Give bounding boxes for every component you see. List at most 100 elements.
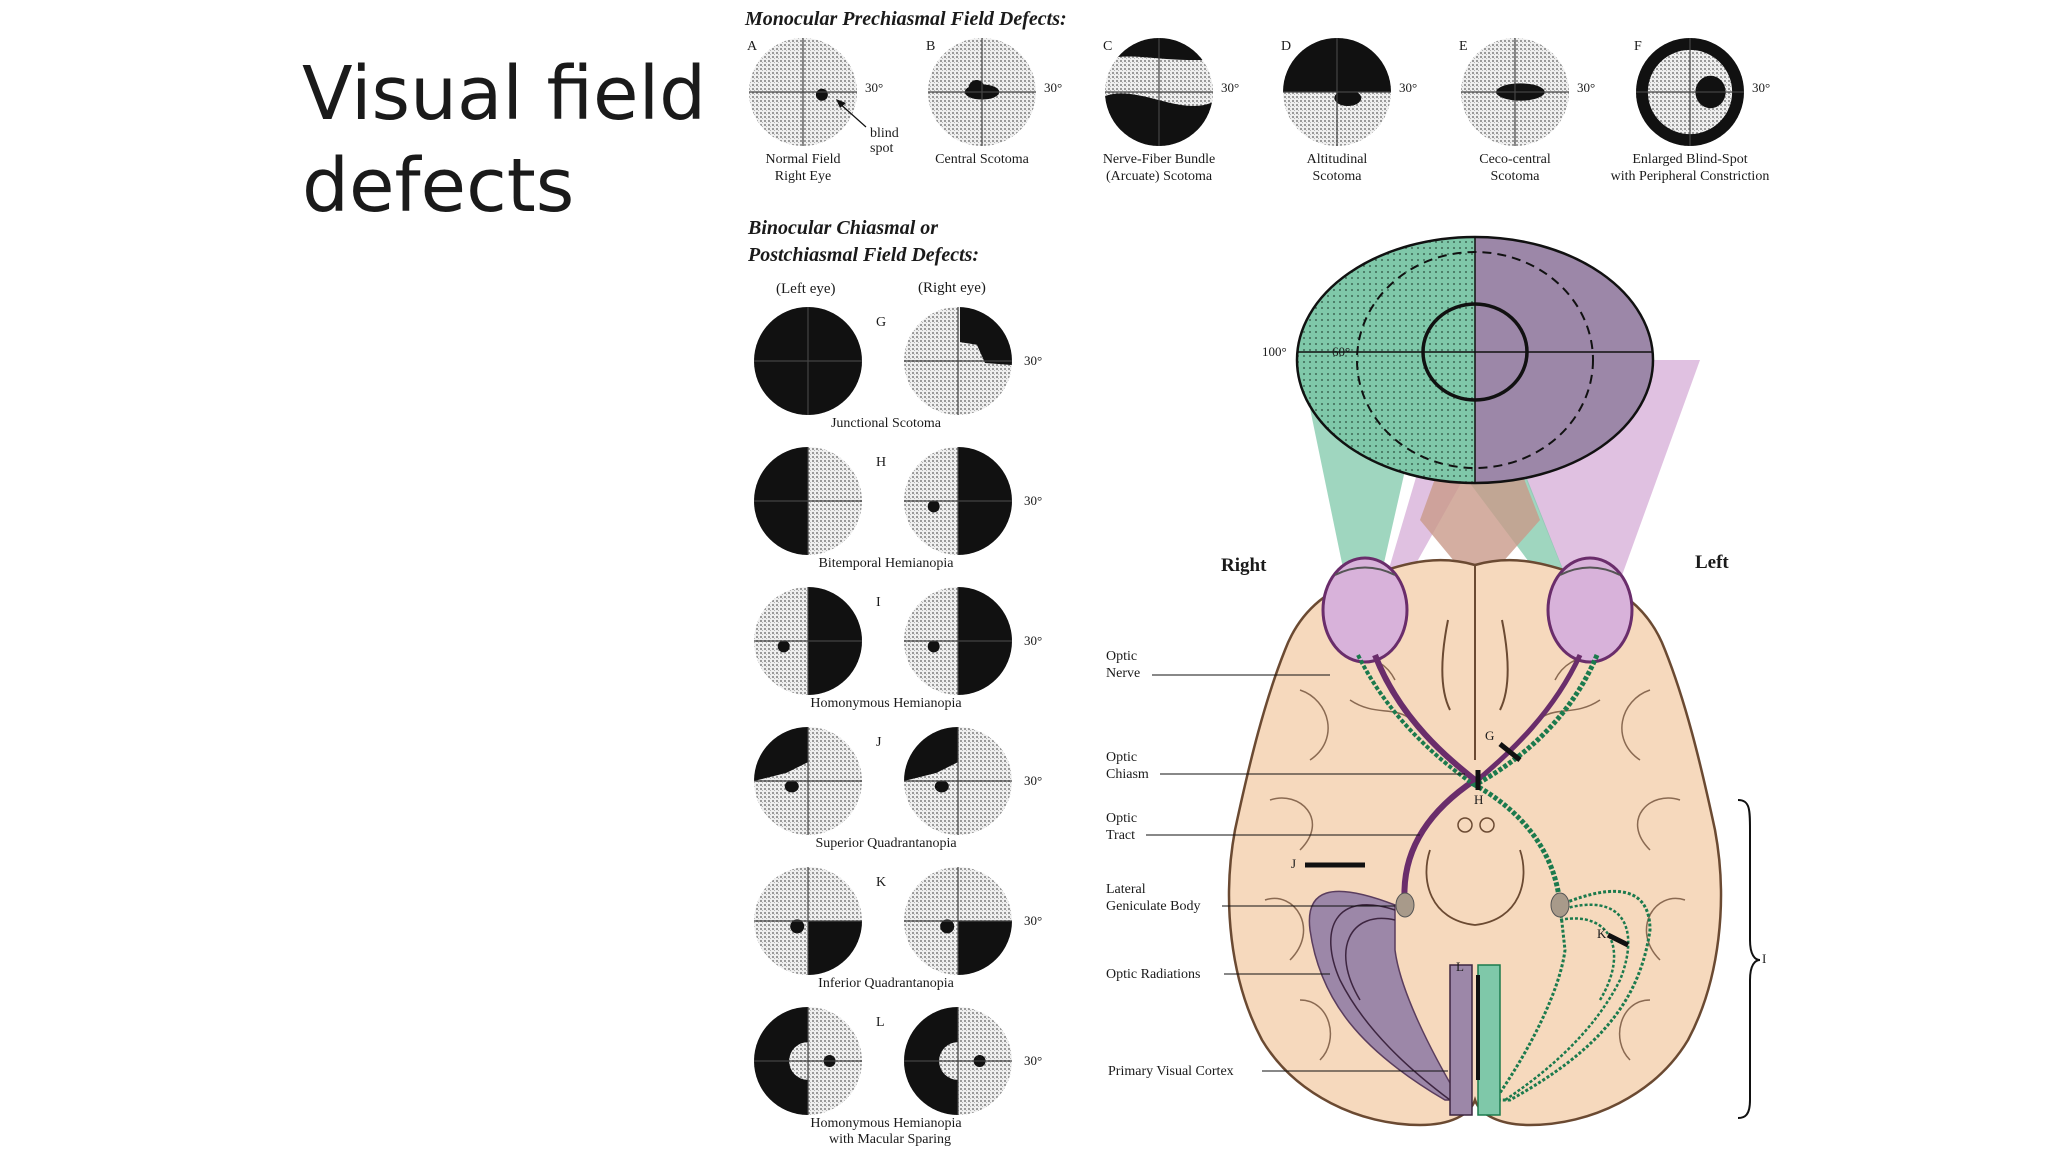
label-optic-tract-1: Optic (1106, 811, 1137, 826)
bracket-i (1737, 799, 1761, 1119)
scotoma (934, 780, 949, 793)
label-optic-tract-2: Tract (1106, 828, 1135, 843)
scotoma (927, 640, 940, 653)
visual-field-disc (1105, 38, 1213, 146)
degree-label: 30° (1024, 353, 1042, 368)
row-caption-1: Inferior Quadrantanopia (818, 976, 954, 991)
binocular-heading-2: Postchiasmal Field Defects: (747, 244, 979, 266)
scotoma (927, 500, 940, 513)
left-eye-field (754, 447, 862, 555)
panel-caption-1: Central Scotoma (935, 152, 1029, 167)
left-eyeball (1546, 556, 1634, 664)
degree-label: 30° (1024, 633, 1042, 648)
degree-label: 30° (1752, 80, 1770, 95)
binocular-row-g: G 30° Junctional Scotoma (754, 307, 1042, 431)
blind-spot-label-1: blind (870, 126, 899, 141)
row-caption-1: Homonymous Hemianopia (810, 696, 962, 711)
scotoma (777, 640, 790, 653)
label-optic-chiasm-1: Optic (1106, 750, 1137, 765)
blind-spot-arrowhead (836, 99, 846, 108)
monocular-heading: Monocular Prechiasmal Field Defects: (744, 8, 1067, 30)
lgb-left (1550, 892, 1570, 918)
panel-caption-1: Nerve-Fiber Bundle (1103, 152, 1215, 167)
optic-radiations-right-lines (1330, 904, 1451, 1101)
label-lgb-1: Lateral (1106, 882, 1146, 897)
binocular-row-h: H30°Bitemporal Hemianopia (754, 447, 1042, 571)
left-eye-label: (Left eye) (776, 281, 836, 297)
row-caption-1: Junctional Scotoma (831, 416, 942, 431)
monocular-panel-c: C30°Nerve-Fiber Bundle(Arcuate) Scotoma (1103, 38, 1239, 184)
left-eye-field (754, 867, 862, 975)
row-caption-2: with Macular Sparing (829, 1132, 951, 1147)
optic-pathway-green-cross (1356, 654, 1472, 784)
brainstem (1425, 849, 1525, 926)
right-lens (1334, 566, 1396, 576)
visual-cortex-left (1477, 964, 1501, 1116)
scotoma (958, 921, 1012, 975)
left-eye-field (754, 727, 862, 835)
left-eye-field (754, 307, 862, 415)
lesion-marker-k (1606, 932, 1630, 948)
visual-field-disc (749, 38, 857, 146)
right-eye-field (904, 867, 1012, 975)
degree-label: 30° (1024, 913, 1042, 928)
anatomy-labels: Optic Nerve Optic Chiasm Optic Tract Lat… (1106, 649, 1465, 1079)
mammillary-left (1457, 817, 1473, 833)
panel-caption-2: Scotoma (1491, 169, 1541, 184)
olfactory-right (1499, 619, 1509, 711)
binocular-row-k: K 30° Inferior Quadrantanopia (754, 867, 1042, 991)
degree-label: 30° (1399, 80, 1417, 95)
degree-label: 30° (865, 80, 883, 95)
degree-label: 30° (1044, 80, 1062, 95)
left-side-label: Left (1695, 552, 1729, 573)
row-letter: G (876, 315, 886, 330)
title-line-1: Visual field (302, 51, 707, 137)
degree-label: 30° (1024, 1053, 1042, 1068)
label-optic-nerve-1: Optic (1106, 649, 1137, 664)
panel-caption-2: Right Eye (775, 169, 831, 184)
right-eye-field (904, 1007, 1012, 1115)
panel-caption-2: Scotoma (1313, 169, 1363, 184)
visual-cortex-right (1449, 964, 1473, 1116)
binocular-heading-1: Binocular Chiasmal or (747, 217, 938, 239)
visual-field-disc (928, 38, 1036, 146)
lgb-right (1395, 892, 1415, 918)
row-letter: H (876, 455, 886, 470)
row-letter: K (876, 875, 886, 890)
right-eyeball (1321, 556, 1409, 664)
binocular-row-j: J30°Superior Quadrantanopia (754, 727, 1042, 851)
degree-label: 30° (1221, 80, 1239, 95)
deg-100-label: 100° (1262, 344, 1287, 359)
slide-title: Visual field defects (302, 48, 722, 232)
panel-letter: E (1459, 39, 1468, 54)
label-lgb-2: Geniculate Body (1106, 899, 1200, 914)
panel-caption-1: Ceco-central (1479, 152, 1551, 167)
bracket-letter-i: I (1762, 951, 1766, 966)
left-eye-field (754, 587, 862, 695)
binocular-row-i: I 30° Homonymous Hemianopia (754, 587, 1042, 711)
label-primary-visual-cortex: Primary Visual Cortex (1108, 1064, 1234, 1079)
right-side-label: Right (1221, 555, 1267, 576)
panel-letter: F (1634, 39, 1642, 54)
panel-caption-1: Normal Field (765, 152, 840, 167)
optic-pathway-purple (1372, 653, 1481, 906)
olfactory-left (1441, 619, 1451, 711)
visual-field-disc (1283, 38, 1391, 146)
scotoma (1334, 90, 1362, 106)
panel-caption-2: (Arcuate) Scotoma (1106, 169, 1213, 184)
deg-60-label: 60° (1332, 344, 1350, 359)
blind-spot-label-2: spot (870, 141, 893, 156)
row-caption-1: Homonymous Hemianopia (810, 1116, 962, 1131)
panel-caption-1: Enlarged Blind-Spot (1632, 152, 1747, 167)
scotoma (808, 921, 862, 975)
row-letter: I (876, 595, 881, 610)
lesion-marker-g (1498, 742, 1522, 762)
panel-letter: A (747, 39, 758, 54)
